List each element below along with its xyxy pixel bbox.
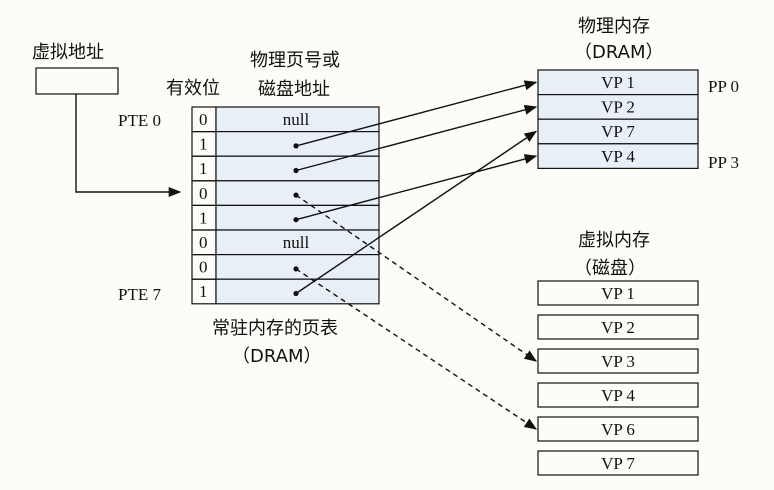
disk-page: VP 3	[537, 348, 699, 374]
physical-page-label: VP 4	[601, 147, 635, 166]
pte-last-label: PTE 7	[118, 285, 161, 304]
physical-mapping-arrow	[295, 154, 538, 221]
valid-bit-value: 1	[199, 159, 208, 178]
disk-page-label: VP 2	[601, 318, 635, 337]
virtual-memory-title-line2: （磁盘）	[574, 258, 646, 279]
page-table-row: 1	[191, 131, 380, 157]
disk-page-cell	[537, 450, 699, 476]
virtual-address-arrow	[75, 94, 182, 198]
physical-page-label: VP 7	[601, 122, 635, 141]
physical-page-first-label: PP 0	[708, 77, 739, 96]
virtual-memory-disk: VP 1 VP 2 VP 3 VP 4 VP 6 VP 7	[537, 280, 699, 476]
disk-mapping-arrow	[295, 268, 538, 430]
page-entry-cell	[215, 254, 380, 280]
virtual-address-label: 虚拟地址	[32, 42, 104, 63]
physical-page-last-label: PP 3	[708, 153, 739, 172]
disk-page-cell	[537, 348, 699, 374]
disk-page-cell	[537, 416, 699, 442]
physical-page: VP 1	[537, 69, 699, 96]
mapping-arrows	[295, 80, 538, 430]
disk-page-cell	[537, 382, 699, 408]
physical-page-cell	[537, 143, 699, 170]
valid-bit-value: 1	[199, 135, 208, 154]
pte-first-label: PTE 0	[118, 111, 161, 130]
disk-page: VP 7	[537, 450, 699, 476]
physical-memory-title-line2: （DRAM）	[574, 42, 663, 63]
valid-bit-value: 1	[199, 282, 208, 301]
disk-page-cell	[537, 280, 699, 306]
disk-page-label: VP 7	[601, 454, 635, 473]
page-table-row: 0 null	[191, 229, 380, 256]
disk-page-label: VP 6	[601, 420, 635, 439]
disk-page-label: VP 3	[601, 352, 635, 371]
page-entry-text: null	[283, 110, 310, 129]
physical-page: VP 7	[537, 118, 699, 145]
disk-page: VP 4	[537, 382, 699, 408]
physical-page: VP 2	[537, 93, 699, 120]
valid-bit-value: 0	[199, 258, 208, 277]
physical-mapping-arrow	[295, 80, 538, 147]
disk-page-label: VP 4	[601, 386, 635, 405]
physical-page-label: VP 1	[601, 73, 635, 92]
page-entry-cell	[215, 229, 380, 256]
page-table-row: 0	[191, 180, 380, 207]
page-table-row: 1	[191, 155, 380, 182]
valid-bit-value: 0	[199, 110, 208, 129]
page-table-caption-line1: 常驻内存的页表	[212, 318, 338, 339]
physical-memory: VP 1 VP 2 VP 7 VP 4	[537, 69, 699, 170]
physical-page: VP 4	[537, 143, 699, 170]
physical-page-cell	[537, 118, 699, 145]
page-table-caption-line2: （DRAM）	[232, 346, 321, 367]
ppn-header-line1: 物理页号或	[250, 50, 340, 71]
page-table-row: 1	[191, 204, 380, 231]
virtual-address-box	[35, 67, 119, 95]
valid-bit-value: 0	[199, 233, 208, 252]
ppn-header-line2: 磁盘地址	[258, 79, 330, 100]
valid-bit-header: 有效位	[166, 78, 220, 99]
page-table: 0 null 1 1 0 1 0 null 0 1	[191, 106, 380, 305]
valid-bit-value: 0	[199, 184, 208, 203]
page-table-row: 0 null	[191, 106, 380, 133]
physical-memory-title-line1: 物理内存	[578, 16, 650, 37]
physical-page-cell	[537, 69, 699, 96]
disk-page: VP 1	[537, 280, 699, 306]
disk-page: VP 6	[537, 416, 699, 442]
physical-mapping-arrow	[295, 104, 538, 172]
disk-page-label: VP 1	[601, 284, 635, 303]
page-table-row: 1	[191, 278, 380, 305]
physical-page-cell	[537, 93, 699, 120]
physical-mapping-arrow	[295, 130, 538, 295]
disk-mapping-arrow	[295, 194, 538, 362]
page-entry-cell	[215, 131, 380, 157]
virtual-memory-title-line1: 虚拟内存	[578, 230, 650, 251]
page-entry-text: null	[283, 233, 310, 252]
disk-page: VP 2	[537, 314, 699, 340]
page-table-row: 0	[191, 254, 380, 280]
valid-bit-value: 1	[199, 208, 208, 227]
disk-page-cell	[537, 314, 699, 340]
physical-page-label: VP 2	[601, 98, 635, 117]
